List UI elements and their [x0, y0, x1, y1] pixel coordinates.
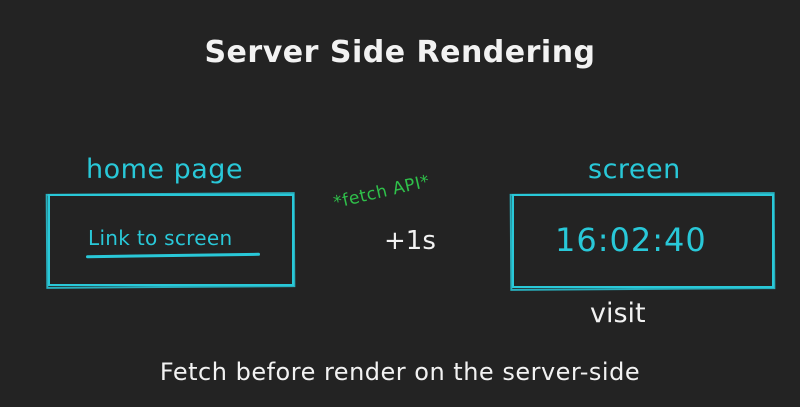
visit-label: visit [590, 298, 646, 329]
screen-time: 16:02:40 [555, 221, 707, 259]
fetch-api-note: *fetch API* [331, 171, 432, 213]
screen-box [512, 194, 774, 288]
delay-label: +1s [384, 226, 436, 256]
diagram-title: Server Side Rendering [204, 35, 596, 70]
screen-label: screen [588, 154, 681, 185]
diagram-caption: Fetch before render on the server-side [159, 358, 641, 386]
link-to-screen[interactable]: Link to screen [88, 226, 233, 250]
home-page-label: home page [86, 154, 244, 185]
home-page-box [48, 194, 294, 286]
